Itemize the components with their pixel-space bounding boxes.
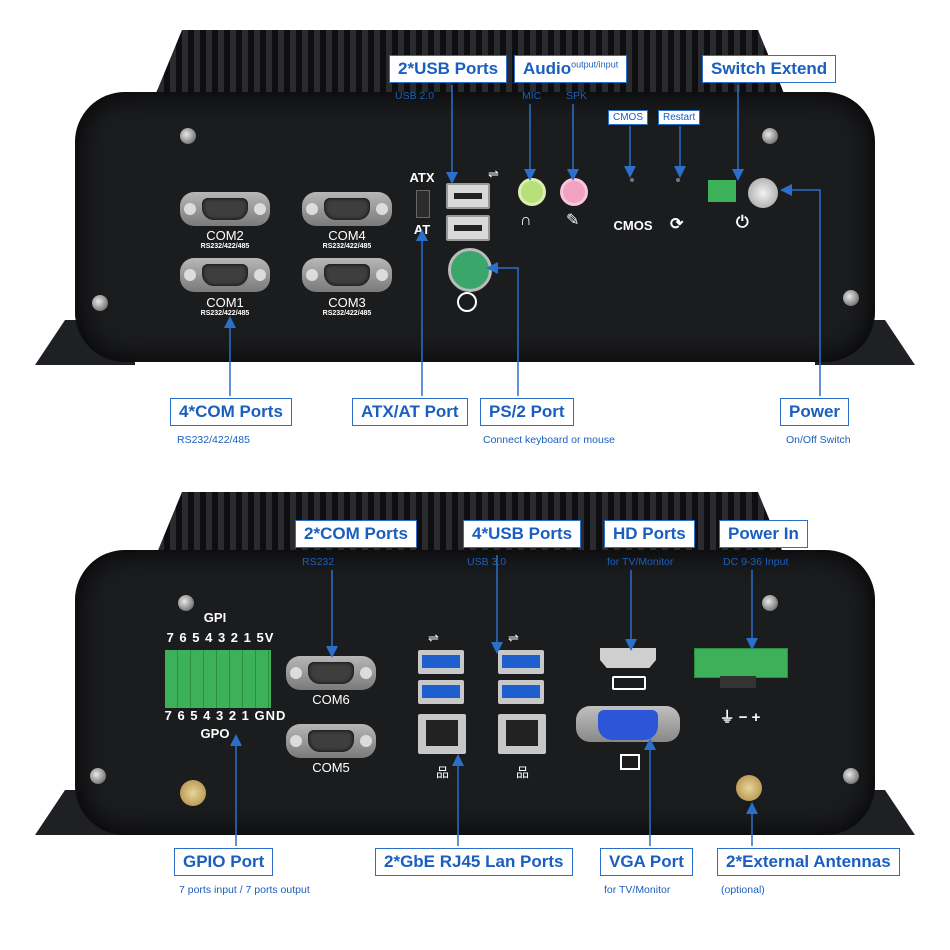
power-note: On/Off Switch <box>786 434 851 446</box>
com4-port <box>302 192 392 226</box>
com2-port <box>180 192 270 226</box>
gpio-callout: GPIO Port <box>174 848 274 876</box>
atx-at-callout: ATX/AT Port <box>352 398 468 426</box>
vga-connector <box>598 710 658 740</box>
hdmi-icon <box>612 676 646 690</box>
usb-note: USB 2.0 <box>395 90 435 102</box>
gpio-terminal-block <box>165 650 271 708</box>
atx-label: ATX <box>409 170 435 185</box>
microphone-icon: ✎ <box>566 212 580 229</box>
usb3-port-4 <box>498 680 544 704</box>
power-in-plug <box>720 676 756 688</box>
com3-label: COM3 <box>328 295 366 310</box>
com-ports-callout: 2*COM Ports <box>295 520 417 548</box>
gpo-label: GPO <box>200 726 230 741</box>
mic-note: MIC <box>522 90 542 102</box>
com3-spec: RS232/422/485 <box>322 310 372 317</box>
hd-ports-note: for TV/Monitor <box>607 556 674 568</box>
power-in-terminal <box>694 648 788 678</box>
hd-ports-callout: HD Ports <box>604 520 695 548</box>
power-in-callout: Power In <box>719 520 808 548</box>
usb3-port-2 <box>418 680 464 704</box>
mouse-icon <box>457 292 477 312</box>
com2-spec: RS232/422/485 <box>200 243 250 250</box>
com1-label: COM1 <box>206 295 244 310</box>
com5-label: COM5 <box>312 760 350 775</box>
spk-note: SPK <box>566 90 588 102</box>
cmos-pinhole <box>630 178 634 182</box>
switch-extend-terminal <box>708 180 736 202</box>
top-device: COM2 RS232/422/485 COM4 RS232/422/485 CO… <box>0 0 950 470</box>
network-icon: 品 <box>436 765 450 780</box>
antenna-connector-left <box>180 780 206 806</box>
usb-icon: ⇌ <box>488 166 499 181</box>
usb3-port-3 <box>498 650 544 674</box>
gpo-pins-label: 7 6 5 4 3 2 1 GND <box>164 708 287 723</box>
rj45-port-2 <box>498 714 546 754</box>
screw <box>92 295 108 311</box>
com-ports-note: RS232/422/485 <box>177 434 250 446</box>
antennas-callout: 2*External Antennas <box>717 848 900 876</box>
usb2-port-1 <box>446 183 490 209</box>
screw <box>843 290 859 306</box>
gpi-label: GPI <box>203 610 227 625</box>
screw <box>762 128 778 144</box>
usb-ports-callout: 2*USB Ports <box>389 55 508 83</box>
com6-port <box>286 656 376 690</box>
hdmi-port <box>600 648 656 668</box>
gpi-pins-label: 7 6 5 4 3 2 1 5V <box>166 630 275 645</box>
switch-extend-callout: Switch Extend <box>702 55 837 83</box>
com-ports-callout: 4*COM Ports <box>170 398 292 426</box>
usb-icon: ⇌ <box>428 630 439 645</box>
atx-at-switch <box>416 190 430 218</box>
com2-label: COM2 <box>206 228 244 243</box>
usb3-port-1 <box>418 650 464 674</box>
screw <box>843 768 859 784</box>
com3-port <box>302 258 392 292</box>
vga-note: for TV/Monitor <box>604 884 671 896</box>
com1-port <box>180 258 270 292</box>
monitor-icon <box>620 754 640 770</box>
rj45-port-1 <box>418 714 466 754</box>
arrow-ps2 <box>486 262 519 396</box>
antennas-note: (optional) <box>721 884 765 896</box>
power-in-symbols: ⏚ − + <box>719 709 761 726</box>
com-ports-note: RS232 <box>302 556 335 568</box>
vga-callout: VGA Port <box>600 848 693 876</box>
network-icon: 品 <box>516 765 530 780</box>
cmos-label: CMOS <box>613 218 653 233</box>
com6-label: COM6 <box>312 692 350 707</box>
usb2-port-2 <box>446 215 490 241</box>
bottom-device: GPI 7 6 5 4 3 2 1 5V 7 6 5 4 3 2 1 GND G… <box>0 470 950 950</box>
power-in-note: DC 9-36 Input <box>723 556 789 568</box>
com5-port <box>286 724 376 758</box>
screw <box>762 595 778 611</box>
headphone-icon: ∩ <box>520 212 532 229</box>
screw <box>178 595 194 611</box>
cmos-callout: CMOS <box>608 110 648 125</box>
screw <box>90 768 106 784</box>
ps2-note: Connect keyboard or mouse <box>483 434 615 446</box>
restart-callout: Restart <box>658 110 701 125</box>
arrow-power <box>780 184 821 396</box>
audio-label: Audio <box>523 59 572 78</box>
screw <box>180 128 196 144</box>
audio-sup: output/input <box>571 59 619 70</box>
usb-ports-callout: 4*USB Ports <box>463 520 582 548</box>
gpio-note: 7 ports input / 7 ports output <box>179 884 310 896</box>
com4-spec: RS232/422/485 <box>322 243 372 250</box>
power-icon: ⏻ <box>736 214 749 231</box>
power-button <box>748 178 778 208</box>
lan-callout: 2*GbE RJ45 Lan Ports <box>375 848 573 876</box>
restart-pinhole <box>676 178 680 182</box>
restart-icon: ⟳ <box>670 216 684 233</box>
com4-label: COM4 <box>328 228 366 243</box>
power-callout: Power <box>780 398 850 426</box>
com1-spec: RS232/422/485 <box>200 310 250 317</box>
usb-icon: ⇌ <box>508 630 519 645</box>
audio-callout: Audiooutput/input <box>514 55 628 83</box>
antenna-connector-right <box>736 775 762 801</box>
ps2-callout: PS/2 Port <box>480 398 574 426</box>
